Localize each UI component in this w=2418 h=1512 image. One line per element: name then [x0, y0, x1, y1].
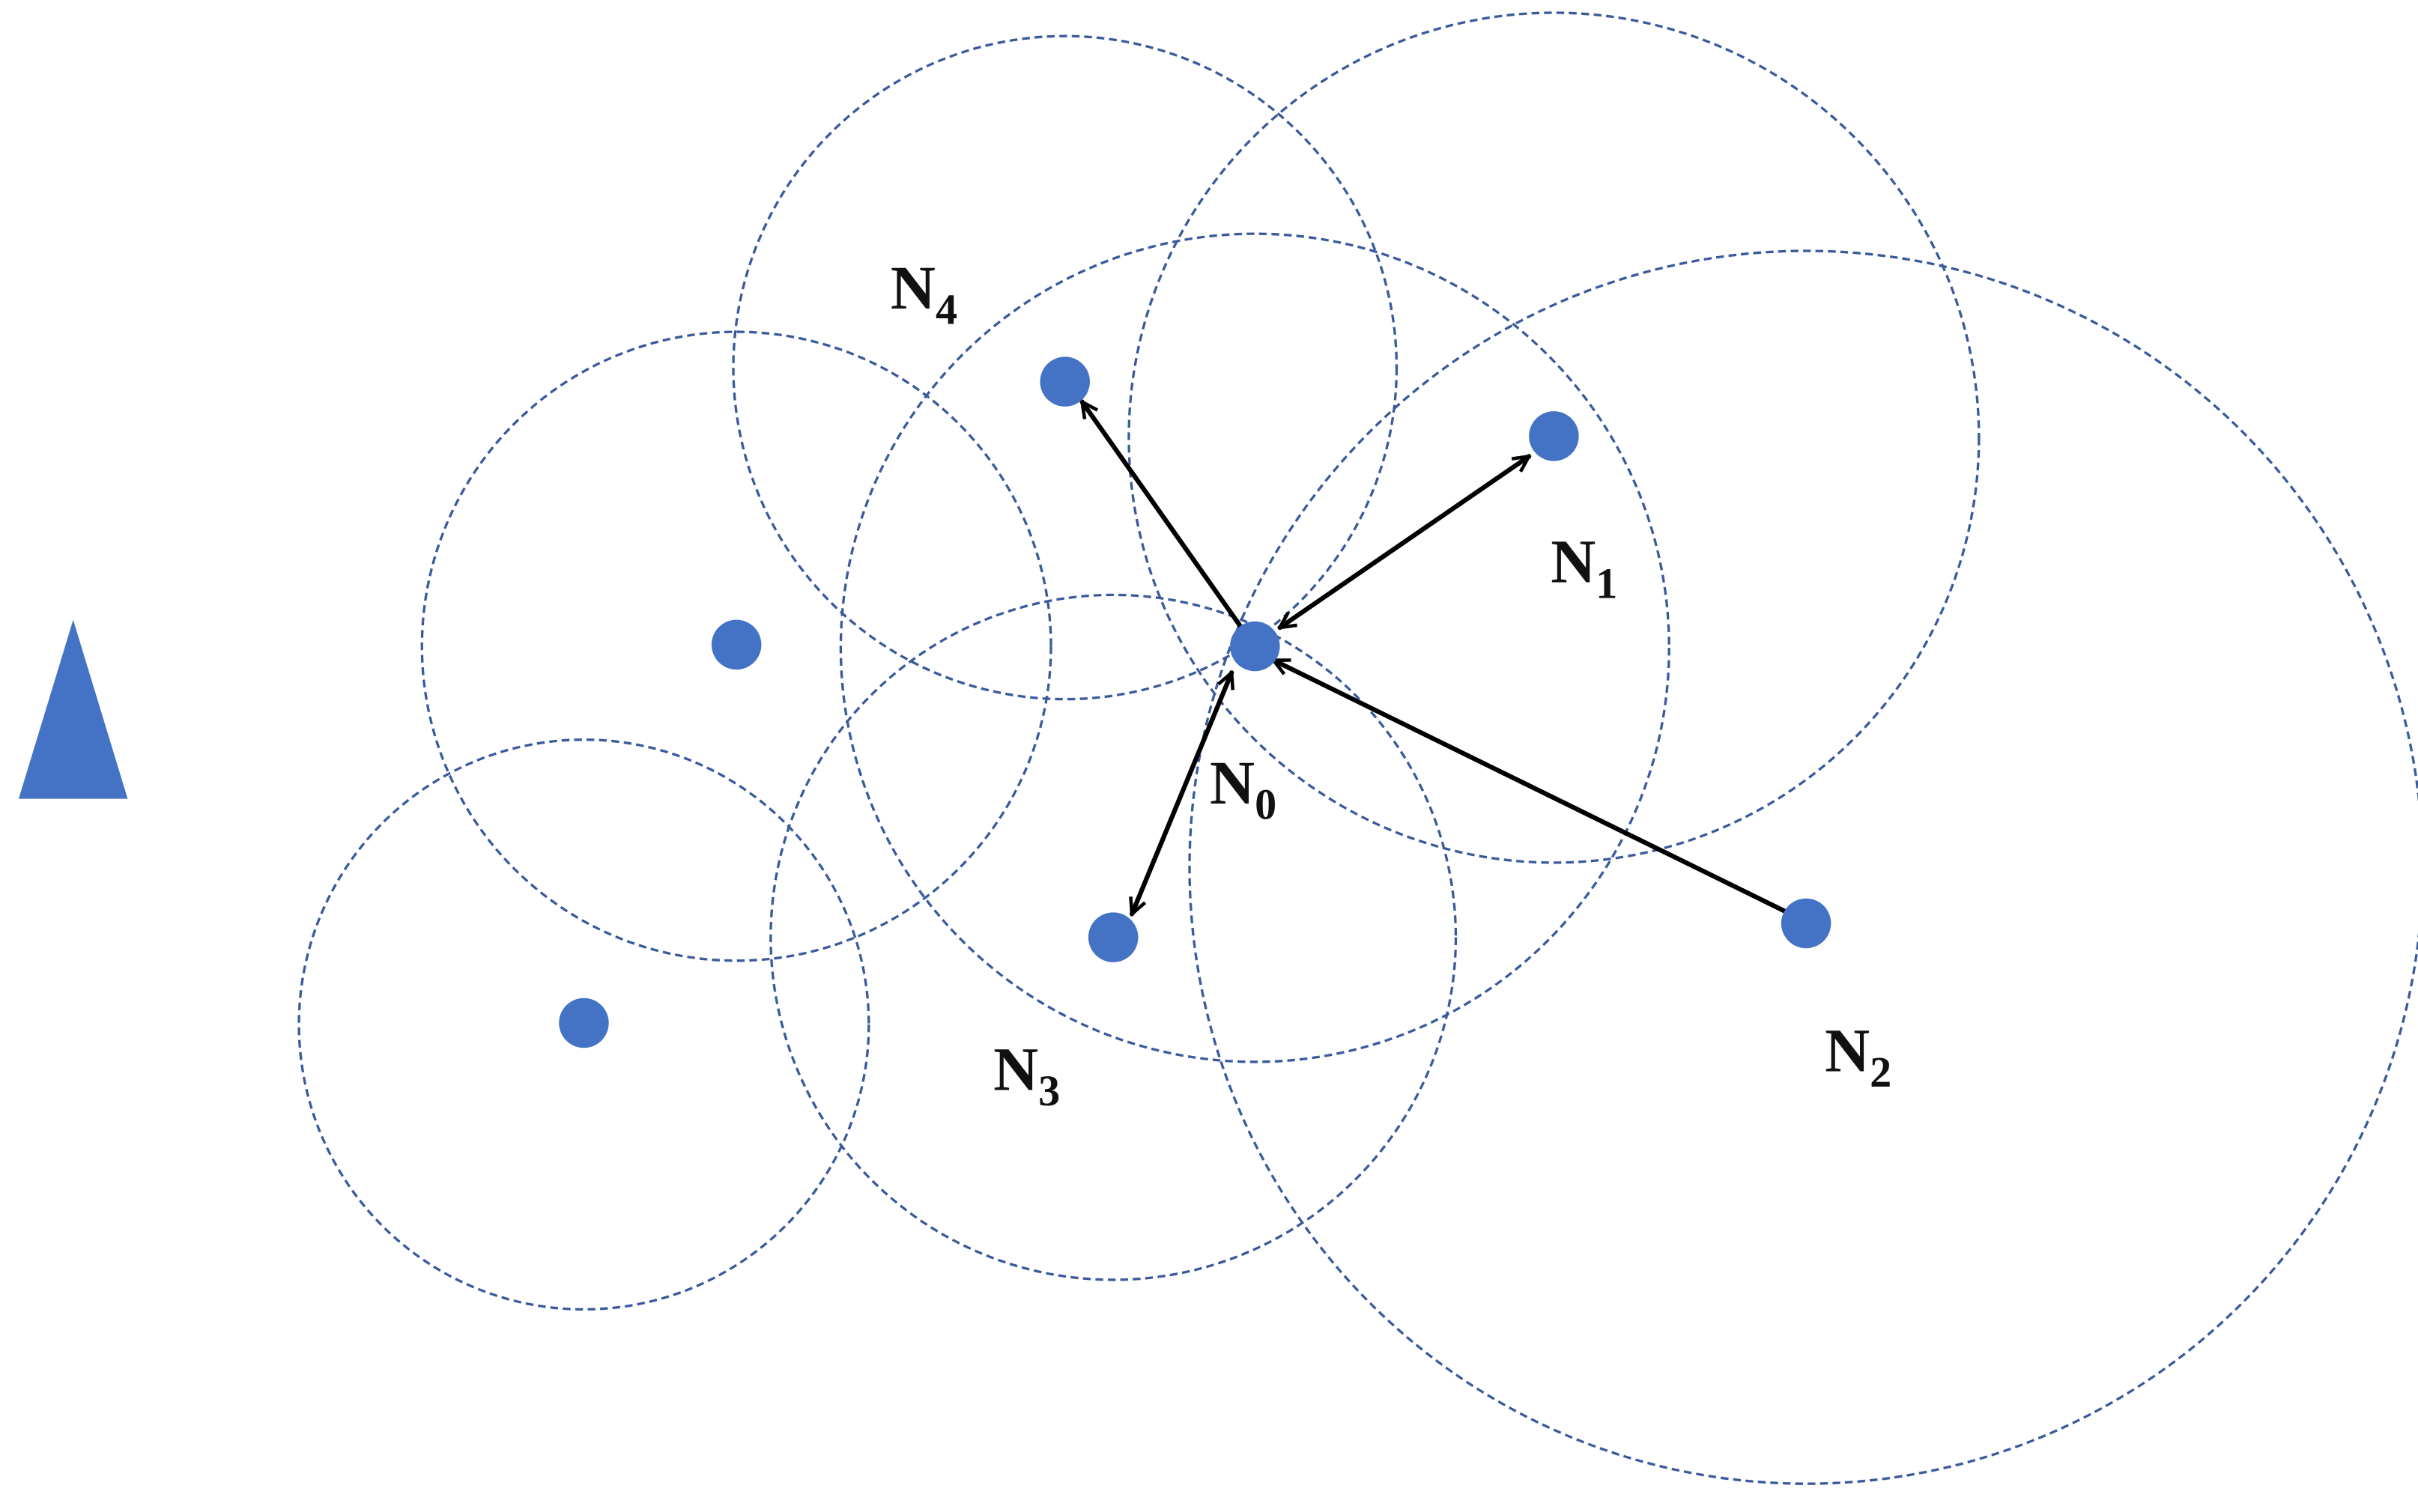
label-n4: N4 — [891, 253, 957, 334]
link-n0-n3 — [1132, 672, 1231, 914]
label-n0-sub: 0 — [1255, 780, 1276, 829]
label-n2-main: N — [1825, 1015, 1870, 1084]
node-left-lower — [559, 998, 609, 1048]
label-n4-sub: 4 — [936, 285, 957, 334]
label-n1-sub: 1 — [1596, 559, 1617, 608]
link-n0-to-n4 — [1079, 402, 1245, 632]
node-n2 — [1781, 898, 1831, 949]
sink-triangle — [18, 619, 128, 799]
label-n3: N3 — [993, 1034, 1060, 1115]
label-n0-main: N — [1210, 748, 1255, 817]
range-circle-n1 — [1127, 11, 1981, 864]
nodes — [559, 356, 1831, 1048]
label-n2-sub: 2 — [1870, 1048, 1891, 1096]
label-n1-main: N — [1551, 527, 1596, 596]
range-circle-left-lower-node — [297, 738, 870, 1311]
label-n3-sub: 3 — [1038, 1066, 1060, 1115]
label-n2: N2 — [1825, 1015, 1891, 1096]
node-left-upper — [711, 619, 762, 670]
node-n3 — [1088, 912, 1139, 962]
node-n0 — [1230, 621, 1280, 672]
link-n2-to-n0 — [1273, 658, 1790, 915]
range-circle-left-upper-node — [420, 330, 1052, 962]
range-circle-n4 — [732, 34, 1399, 701]
links — [1079, 402, 1790, 915]
node-labels: N4 N1 N0 N3 N2 — [891, 253, 1891, 1115]
range-circle-n0 — [839, 232, 1670, 1063]
range-circles — [297, 11, 2418, 1485]
range-circle-n3 — [769, 593, 1458, 1281]
link-n0-n1 — [1280, 454, 1530, 631]
label-n4-main: N — [891, 253, 936, 322]
label-n0: N0 — [1210, 748, 1276, 829]
label-n1: N1 — [1551, 527, 1617, 608]
node-n1 — [1529, 411, 1579, 461]
node-n4 — [1040, 356, 1090, 407]
range-circle-n2 — [1188, 249, 2418, 1485]
label-n3-main: N — [993, 1034, 1038, 1103]
